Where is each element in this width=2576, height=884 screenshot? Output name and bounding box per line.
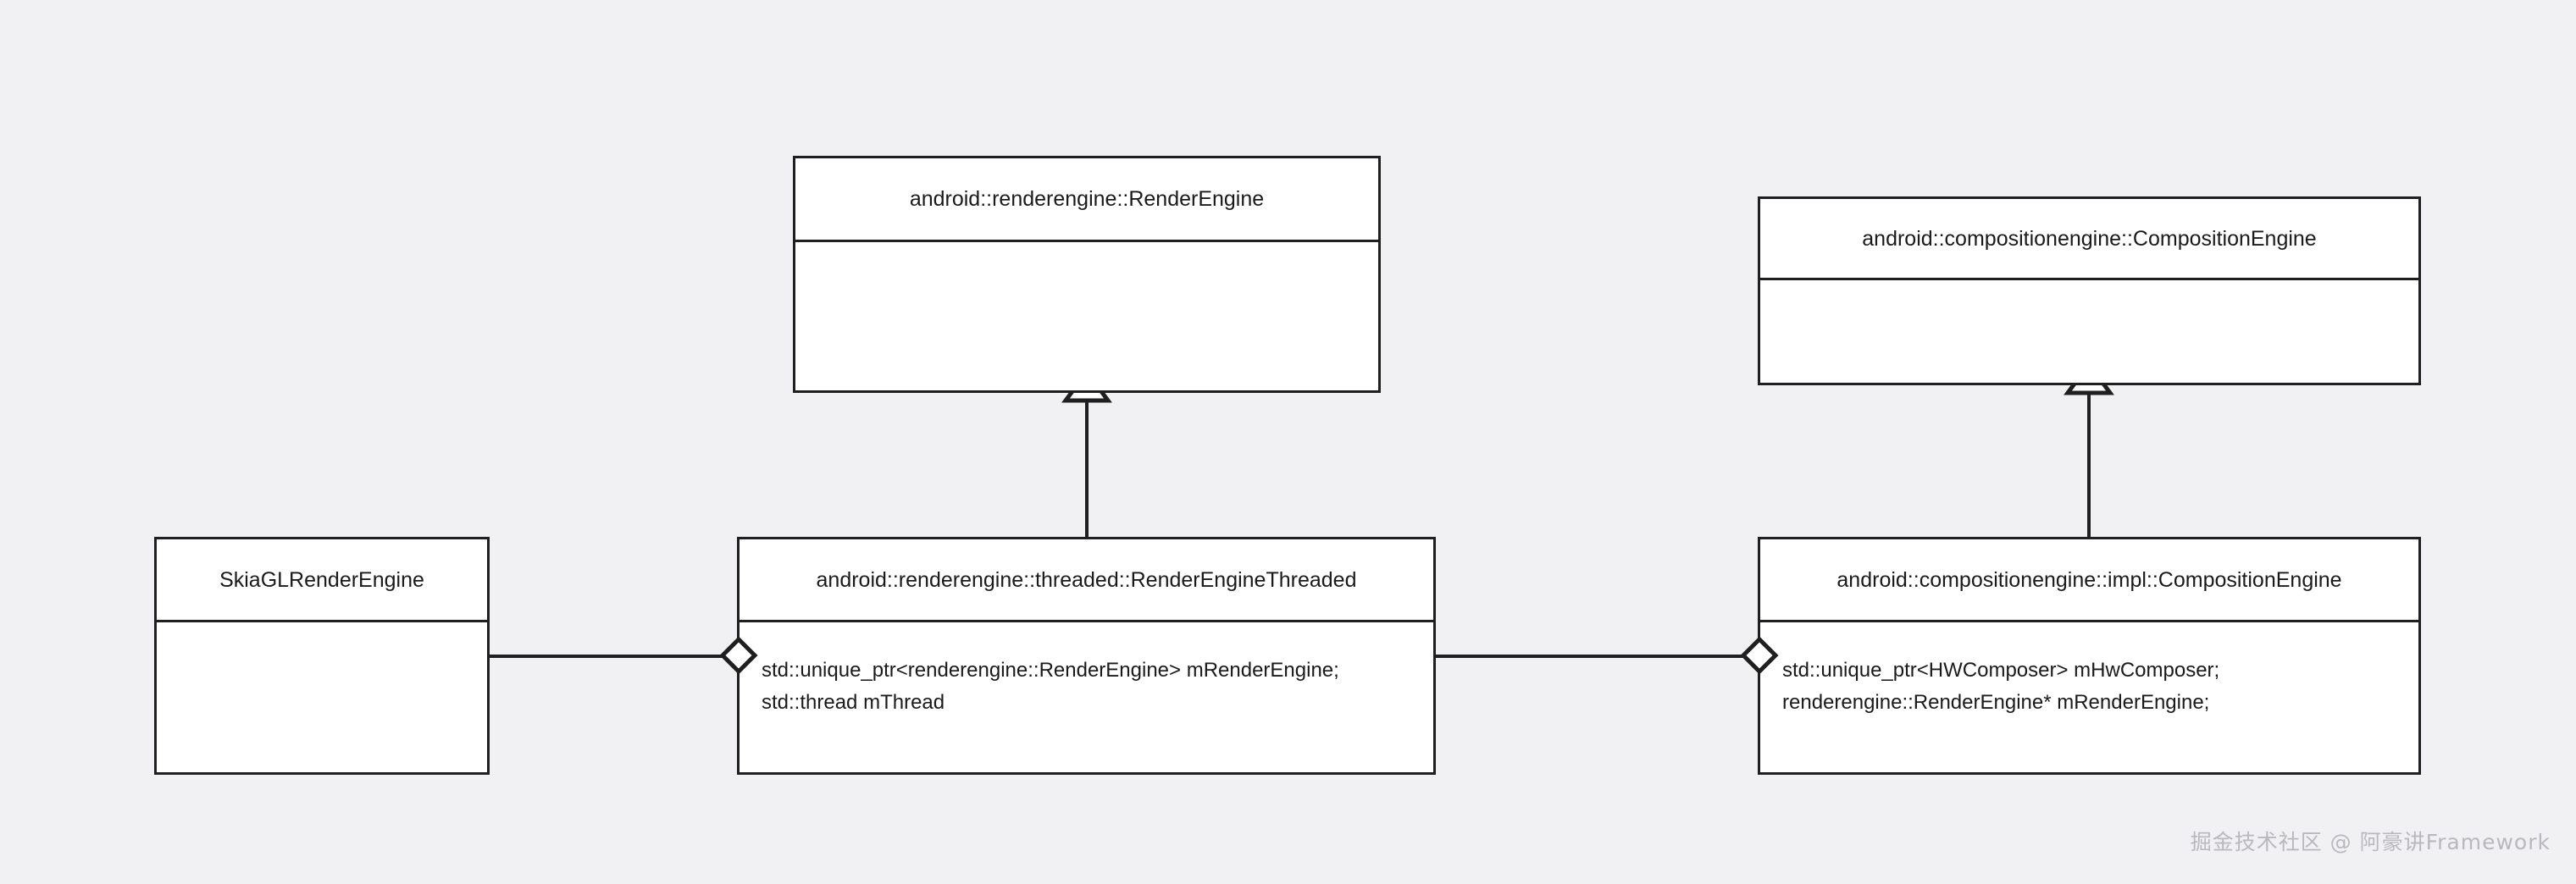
aggregation-line-threaded-to-impl bbox=[1436, 655, 1761, 658]
class-name-render-engine: android::renderengine::RenderEngine bbox=[795, 158, 1378, 242]
aggregation-diamond-impl-icon bbox=[1740, 636, 1779, 675]
class-name-composition-engine: android::compositionengine::CompositionE… bbox=[1760, 199, 2418, 280]
class-attributes-composition-engine bbox=[1760, 280, 2418, 383]
aggregation-line-skia-to-threaded bbox=[490, 655, 740, 658]
class-name-render-engine-threaded: android::renderengine::threaded::RenderE… bbox=[740, 539, 1433, 622]
class-name-composition-engine-impl: android::compositionengine::impl::Compos… bbox=[1760, 539, 2418, 622]
aggregation-diamond-threaded-icon bbox=[719, 636, 758, 675]
class-attributes-render-engine-threaded: std::unique_ptr<renderengine::RenderEngi… bbox=[762, 659, 1339, 714]
class-attributes-render-engine bbox=[795, 242, 1378, 390]
class-attributes-skia-gl-render-engine bbox=[157, 622, 487, 772]
class-name-skia-gl-render-engine: SkiaGLRenderEngine bbox=[157, 539, 487, 622]
class-box-skia-gl-render-engine[interactable]: SkiaGLRenderEngine bbox=[154, 537, 490, 775]
class-attributes-composition-engine-impl: std::unique_ptr<HWComposer> mHwComposer;… bbox=[1782, 659, 2220, 714]
watermark-text: 掘金技术社区 @ 阿豪讲Framework bbox=[2190, 830, 2551, 854]
class-box-render-engine[interactable]: android::renderengine::RenderEngine bbox=[793, 156, 1381, 393]
generalization-line-renderengine bbox=[1085, 393, 1089, 539]
generalization-line-compositionengine bbox=[2087, 385, 2091, 539]
class-box-composition-engine-impl[interactable]: android::compositionengine::impl::Compos… bbox=[1758, 537, 2421, 775]
class-box-render-engine-threaded[interactable]: android::renderengine::threaded::RenderE… bbox=[737, 537, 1436, 775]
class-box-composition-engine[interactable]: android::compositionengine::CompositionE… bbox=[1758, 196, 2421, 385]
